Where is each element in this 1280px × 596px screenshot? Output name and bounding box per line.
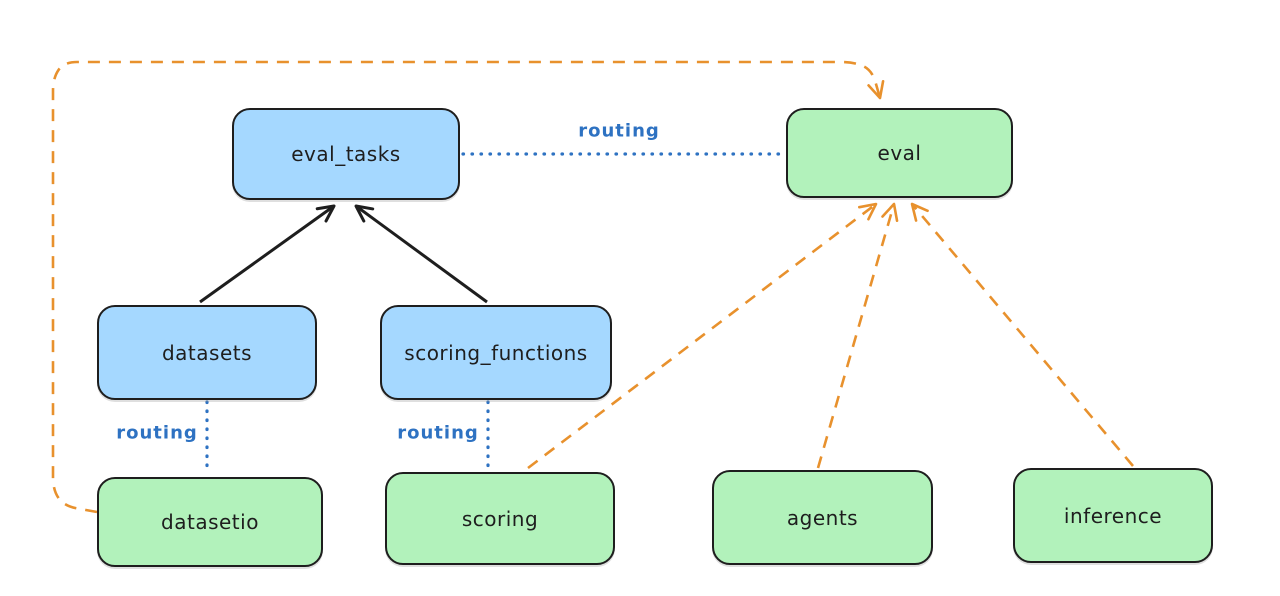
- arrowhead-inference-to-eval: [910, 202, 929, 222]
- routing-label-top: routing: [578, 120, 660, 142]
- routing-label-mid: routing: [397, 422, 479, 444]
- node-inference: inference: [1013, 468, 1213, 563]
- node-eval-tasks: eval_tasks: [232, 108, 460, 200]
- edge-datasetio-to-eval-loop: [51, 60, 882, 514]
- node-datasetio: datasetio: [97, 477, 323, 567]
- arrowhead-scoring-to-eval: [858, 202, 878, 221]
- arrowhead-datasets-to-eval_tasks: [315, 204, 336, 223]
- routing-label-left: routing: [116, 422, 198, 444]
- node-datasets: datasets: [97, 305, 317, 400]
- arrowhead-scoring_functions-to-eval_tasks: [354, 204, 375, 223]
- node-scoring: scoring: [385, 472, 615, 565]
- node-scoring-functions: scoring_functions: [380, 305, 612, 400]
- arrowhead-agents-to-eval: [881, 202, 899, 223]
- node-eval: eval: [786, 108, 1013, 198]
- arrowhead-datasetio-to-eval-loop: [867, 79, 885, 100]
- edge-datasets-to-eval_tasks: [199, 204, 335, 304]
- edge-inference-to-eval: [911, 203, 1134, 467]
- edge-scoring-to-eval: [527, 202, 877, 470]
- node-agents: agents: [712, 470, 933, 565]
- edge-scoring_functions-to-eval_tasks: [355, 204, 488, 304]
- edge-agents-to-eval: [816, 203, 896, 469]
